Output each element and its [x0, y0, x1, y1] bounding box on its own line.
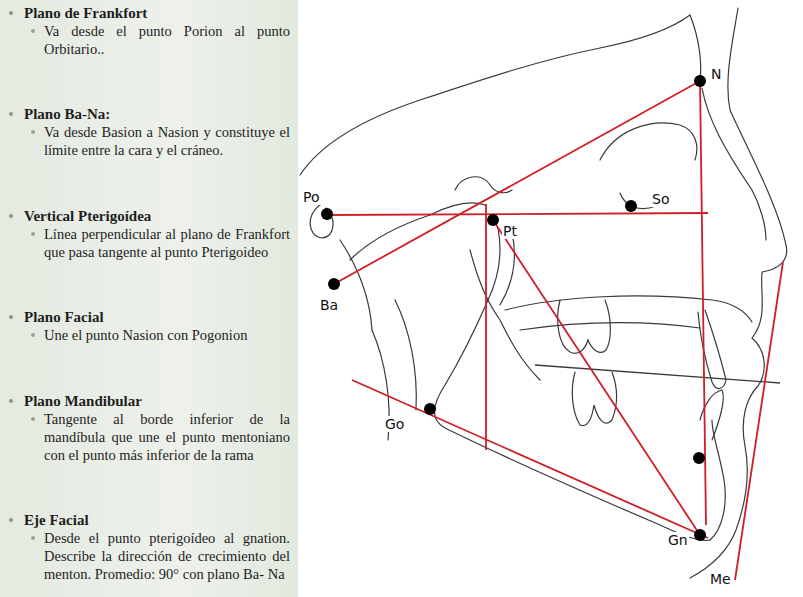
definition-body: Tangente al borde inferior de la mandíbu…: [0, 410, 290, 464]
definition-heading: Vertical Pterigoídea: [0, 207, 290, 225]
landmark-label: So: [651, 191, 670, 207]
bullet-dot: [31, 29, 35, 33]
landmark-label: Me: [709, 571, 732, 587]
landmark-label: Go: [384, 416, 405, 432]
landmark-points: [321, 75, 706, 541]
definition-heading: Plano Mandibular: [0, 392, 290, 410]
bullet-dot: [31, 417, 35, 421]
definition-body: Desde el punto pterigoídeo al gnation. D…: [0, 529, 290, 583]
landmark-dot: [321, 208, 333, 220]
bullet-dot: [31, 333, 35, 337]
bullet-dot: [9, 518, 13, 522]
definition-heading: Eje Facial: [0, 511, 290, 529]
landmark-dot: [625, 200, 637, 212]
bullet-dot: [9, 315, 13, 319]
definition-entry: Plano MandibularTangente al borde inferi…: [0, 392, 290, 464]
landmark-label: Pt: [502, 223, 518, 239]
definition-entry: Plano de FrankfortVa desde el punto Pori…: [0, 4, 290, 58]
definition-body: Une el punto Nasion con Pogonion: [0, 326, 290, 344]
landmark-dot: [693, 452, 705, 464]
definition-entry: Eje FacialDesde el punto pterigoídeo al …: [0, 511, 290, 583]
definition-body: Va desde el punto Porion al punto Orbita…: [0, 22, 290, 58]
definition-heading: Plano de Frankfort: [0, 4, 290, 22]
landmark-dot: [487, 214, 499, 226]
bullet-dot: [31, 536, 35, 540]
bullet-dot: [31, 232, 35, 236]
bullet-dot: [9, 399, 13, 403]
bullet-dot: [9, 11, 13, 15]
landmark-label: Ba: [319, 297, 339, 313]
cephalometric-planes: [327, 81, 783, 580]
definition-entry: Plano Ba-Na:Va desde Basion a Nasion y c…: [0, 105, 290, 159]
landmark-label: N: [710, 66, 722, 82]
landmark-dot: [424, 403, 436, 415]
bullet-dot: [9, 214, 13, 218]
occlusal-line: [535, 365, 780, 383]
definition-body: Línea perpendicular al plano de Frankfor…: [0, 225, 290, 261]
bullet-dot: [9, 112, 13, 116]
profile-line: [735, 262, 783, 580]
landmark-dot: [694, 529, 706, 541]
mandibular-plane: [352, 380, 708, 538]
frankfort-plane: [327, 213, 708, 215]
definition-entry: Vertical PterigoídeaLínea perpendicular …: [0, 207, 290, 261]
definitions-panel: Plano de FrankfortVa desde el punto Pori…: [0, 0, 298, 597]
landmark-dot: [328, 278, 340, 290]
landmark-label: Gn: [667, 532, 689, 548]
definition-heading: Plano Facial: [0, 308, 290, 326]
landmark-dot: [694, 75, 706, 87]
landmark-label: Po: [302, 189, 321, 205]
definition-body: Va desde Basion a Nasion y constituye el…: [0, 123, 290, 159]
definition-entry: Plano FacialUne el punto Nasion con Pogo…: [0, 308, 290, 344]
definition-heading: Plano Ba-Na:: [0, 105, 290, 123]
bullet-dot: [31, 130, 35, 134]
ba-na-plane: [334, 81, 700, 284]
skull-outline: [300, 8, 787, 578]
pterygoid-vertical: [485, 204, 487, 450]
